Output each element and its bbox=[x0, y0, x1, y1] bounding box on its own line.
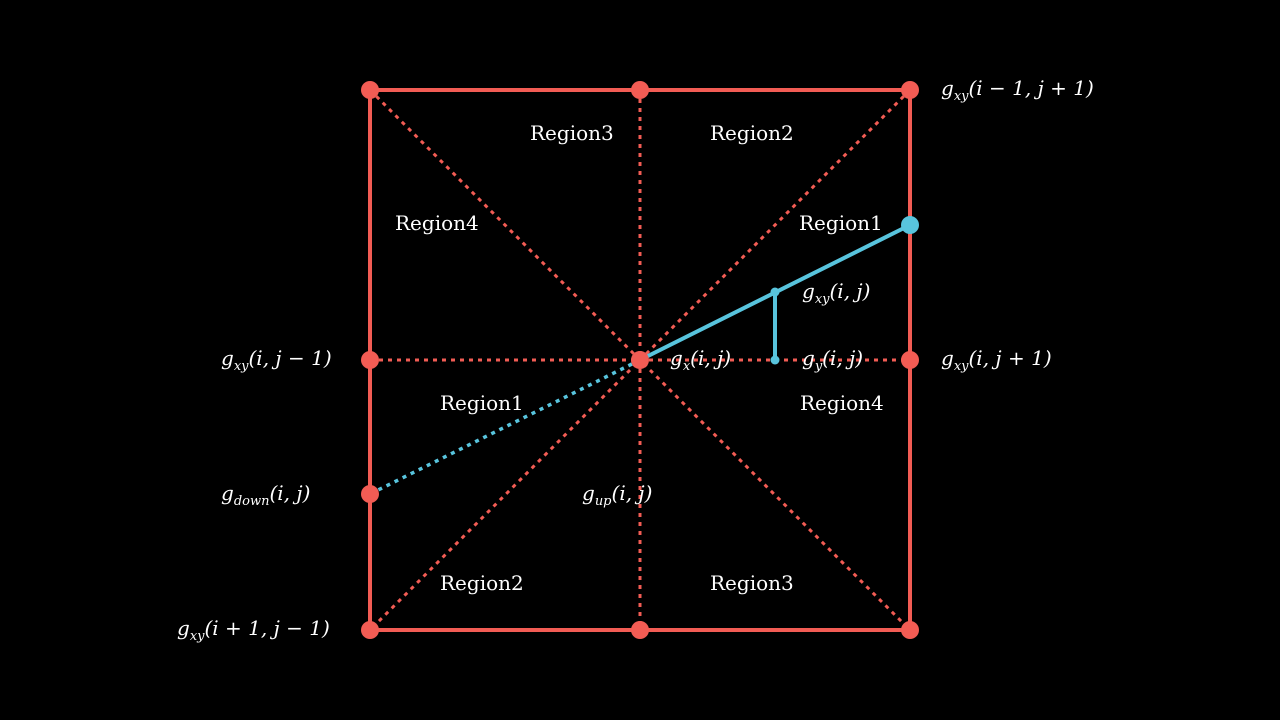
point-top-right bbox=[901, 81, 919, 99]
region-label: Region4 bbox=[800, 391, 884, 415]
point-bottom-right bbox=[901, 621, 919, 639]
region-label: Region3 bbox=[710, 571, 794, 595]
region-label: Region1 bbox=[799, 211, 883, 235]
label-gxy-top-right: gxy(i − 1, j + 1) bbox=[941, 76, 1094, 104]
region-label: Region2 bbox=[710, 121, 794, 145]
point-gy-ij bbox=[770, 355, 780, 365]
math-labels: gxy(i − 1, j + 1) gxy(i, j) gxy(i, j − 1… bbox=[177, 76, 1094, 644]
point-down-intersect bbox=[361, 485, 379, 503]
point-gxy-ij bbox=[770, 287, 780, 297]
gradient-dotted-extension bbox=[369, 358, 641, 496]
point-mid-right bbox=[901, 351, 919, 369]
label-gx-ij: gx(i, j) bbox=[670, 346, 731, 374]
point-up-intersect bbox=[901, 216, 919, 234]
region-label: Region2 bbox=[440, 571, 524, 595]
label-gxy-bottom-left: gxy(i + 1, j − 1) bbox=[177, 616, 330, 644]
point-top-mid bbox=[631, 81, 649, 99]
point-top-left bbox=[361, 81, 379, 99]
point-center bbox=[631, 351, 649, 369]
label-gup-ij: gup(i, j) bbox=[582, 481, 652, 509]
grid-points bbox=[361, 81, 919, 639]
region-label: Region1 bbox=[440, 391, 524, 415]
label-gxy-right: gxy(i, j + 1) bbox=[941, 346, 1052, 374]
region-labels: Region3 Region2 Region4 Region1 Region1 … bbox=[395, 121, 884, 595]
vector-points bbox=[770, 216, 919, 365]
region-label: Region3 bbox=[530, 121, 614, 145]
point-bottom-mid bbox=[631, 621, 649, 639]
point-bottom-left bbox=[361, 621, 379, 639]
region-label: Region4 bbox=[395, 211, 479, 235]
point-mid-left bbox=[361, 351, 379, 369]
label-gxy-left: gxy(i, j − 1) bbox=[221, 346, 332, 374]
label-gxy-ij: gxy(i, j) bbox=[802, 279, 870, 307]
label-gdown-ij: gdown(i, j) bbox=[221, 481, 310, 509]
label-gy-ij: gy(i, j) bbox=[802, 346, 863, 374]
